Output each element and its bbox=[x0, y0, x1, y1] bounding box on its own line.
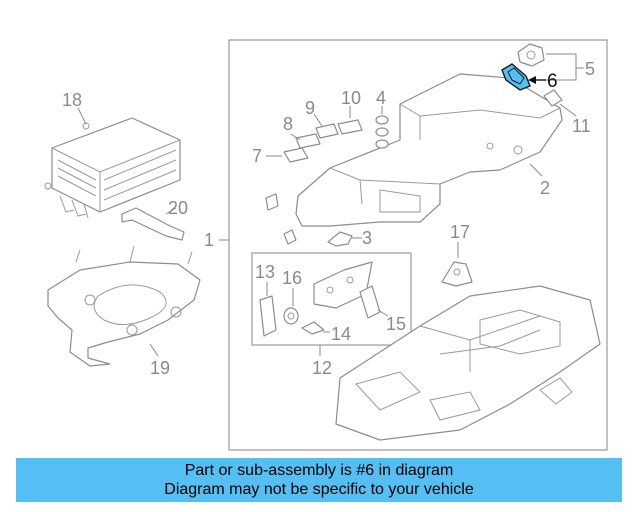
callout-2: 2 bbox=[540, 178, 550, 198]
banner-line-1: Part or sub-assembly is #6 in diagram bbox=[184, 462, 454, 479]
part-5-fitting bbox=[517, 43, 545, 67]
callout-18: 18 bbox=[62, 90, 82, 110]
callout-4: 4 bbox=[376, 88, 386, 108]
callout-14: 14 bbox=[331, 324, 351, 344]
part-9-pad bbox=[315, 123, 339, 139]
callout-13: 13 bbox=[255, 262, 275, 282]
assembly-frame bbox=[228, 39, 608, 451]
battery-tray bbox=[335, 285, 601, 441]
callout-17: 17 bbox=[450, 222, 470, 242]
part-14-clip bbox=[301, 321, 325, 335]
part-13-plate bbox=[259, 295, 277, 337]
callout-3: 3 bbox=[362, 228, 372, 248]
callout-9: 9 bbox=[305, 98, 315, 118]
part-4-plugs bbox=[375, 115, 389, 149]
callout-16: 16 bbox=[282, 268, 302, 288]
banner-line-2: Diagram may not be specific to your vehi… bbox=[164, 481, 474, 498]
callout-12: 12 bbox=[312, 358, 332, 378]
part-7-pad bbox=[283, 147, 309, 163]
part-16-nut bbox=[283, 307, 299, 325]
part-17-mount bbox=[441, 261, 473, 287]
callout-20: 20 bbox=[168, 198, 188, 218]
part-6-seal bbox=[501, 63, 531, 91]
part-15-cover bbox=[359, 285, 381, 319]
leader-6-arrow bbox=[528, 76, 536, 84]
misc-fitting-b bbox=[283, 229, 297, 245]
part-11-clip bbox=[543, 89, 563, 107]
misc-fitting-a bbox=[265, 193, 279, 211]
callout-8: 8 bbox=[283, 114, 293, 134]
part-2-battery-cover bbox=[295, 73, 563, 227]
parts-diagram: 1 18 20 19 2 7 bbox=[44, 39, 608, 451]
callout-19: 19 bbox=[150, 358, 170, 378]
callout-1: 1 bbox=[204, 230, 214, 250]
info-banner: Part or sub-assembly is #6 in diagram Di… bbox=[16, 458, 622, 502]
part-18-module bbox=[44, 117, 181, 219]
part-19-frame bbox=[47, 245, 201, 367]
subassembly-12-frame bbox=[251, 252, 412, 346]
part-20-bracket bbox=[121, 207, 185, 241]
callout-6: 6 bbox=[547, 71, 558, 92]
part-10-pad bbox=[337, 119, 363, 135]
callout-11: 11 bbox=[572, 116, 591, 136]
part-8-pad bbox=[295, 133, 321, 149]
callout-10: 10 bbox=[341, 88, 361, 108]
callout-15: 15 bbox=[386, 314, 406, 334]
part-3-bracket bbox=[327, 231, 353, 247]
callout-5: 5 bbox=[585, 59, 595, 79]
callout-7: 7 bbox=[252, 146, 262, 166]
